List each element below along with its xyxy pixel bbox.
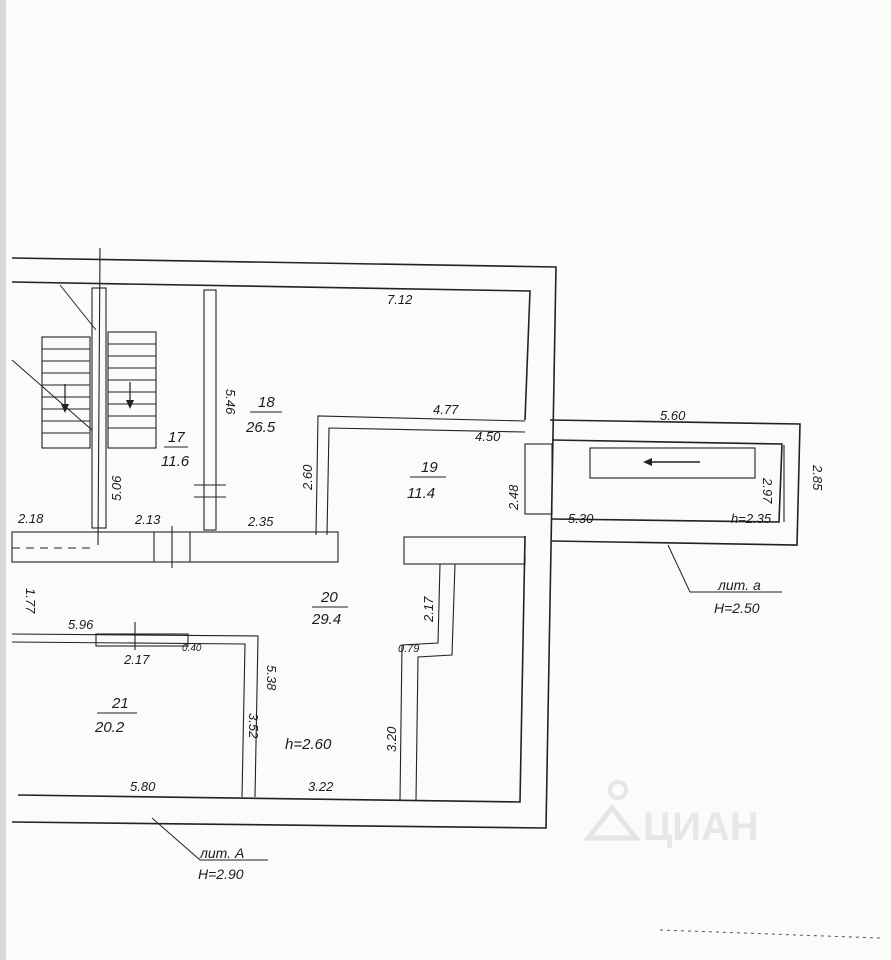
dim-3-52: 3.52 (246, 713, 261, 739)
dimension-labels: 7.12 5.46 4.77 4.50 5.60 2.60 5.06 2.18 … (17, 292, 825, 794)
dim-h-2-60: h=2.60 (285, 736, 332, 753)
dim-5-96: 5.96 (68, 617, 94, 632)
room-17-area: 11.6 (161, 453, 190, 470)
dim-7-12: 7.12 (387, 292, 413, 307)
dim-5-06: 5.06 (109, 475, 124, 501)
room-21-number: 21 (111, 695, 129, 712)
dim-4-50: 4.50 (475, 429, 501, 444)
dim-2-18: 2.18 (17, 511, 44, 526)
dim-5-80: 5.80 (130, 779, 156, 794)
dim-3-22: 3.22 (308, 779, 334, 794)
dim-2-17-bottom: 2.17 (123, 652, 150, 667)
room-17-number: 17 (168, 429, 185, 446)
dim-2-85: 2.85 (810, 464, 825, 491)
direction-arrow-icon (643, 458, 700, 466)
room-20-area: 29.4 (311, 611, 341, 628)
dim-2-13: 2.13 (134, 512, 161, 527)
lit-A-height: H=2.90 (198, 866, 244, 882)
dim-2-48: 2.48 (506, 484, 521, 511)
room-19-number: 19 (421, 459, 438, 476)
room-labels: 17 11.6 18 26.5 19 11.4 20 29.4 21 20.2 (94, 394, 446, 736)
watermark-text: ЦИАН (643, 805, 759, 849)
scan-edge (0, 0, 6, 960)
dim-5-46: 5.46 (223, 389, 238, 415)
dim-5-60: 5.60 (660, 408, 686, 423)
staircase-left (11, 336, 93, 449)
building-notes: лит. а H=2.50 лит. А H=2.90 (151, 544, 782, 882)
dim-3-20: 3.20 (384, 726, 399, 752)
dim-h-2-35: h=2.35 (731, 511, 772, 526)
room-19-area: 11.4 (407, 485, 435, 502)
outer-walls (11, 247, 557, 829)
scan-artifact-line (659, 929, 881, 939)
room-20-number: 20 (320, 589, 338, 606)
room-18-area: 26.5 (245, 419, 276, 436)
dim-2-97: 2.97 (760, 477, 775, 504)
watermark-logo-icon (582, 780, 642, 841)
room-21-area: 20.2 (94, 719, 125, 736)
watermark: ЦИАН (582, 780, 759, 849)
dim-2-35: 2.35 (247, 514, 274, 529)
dim-1-77: 1.77 (23, 588, 38, 614)
lit-A-name: лит. А (199, 845, 244, 861)
room-18-number: 18 (258, 394, 275, 411)
dim-5-30: 5.30 (568, 511, 594, 526)
dim-0-79: 0.79 (398, 643, 419, 655)
staircase-right (59, 284, 157, 449)
dim-0-40: 0.40 (182, 643, 202, 654)
extension-walls (549, 419, 801, 546)
lit-a-height: H=2.50 (714, 600, 760, 616)
dim-2-60: 2.60 (300, 464, 315, 491)
dim-2-17-right: 2.17 (421, 596, 436, 623)
dim-5-38: 5.38 (264, 665, 279, 691)
lit-a-name: лит. а (717, 577, 761, 593)
dim-4-77: 4.77 (433, 402, 459, 417)
interior-walls (11, 287, 553, 801)
